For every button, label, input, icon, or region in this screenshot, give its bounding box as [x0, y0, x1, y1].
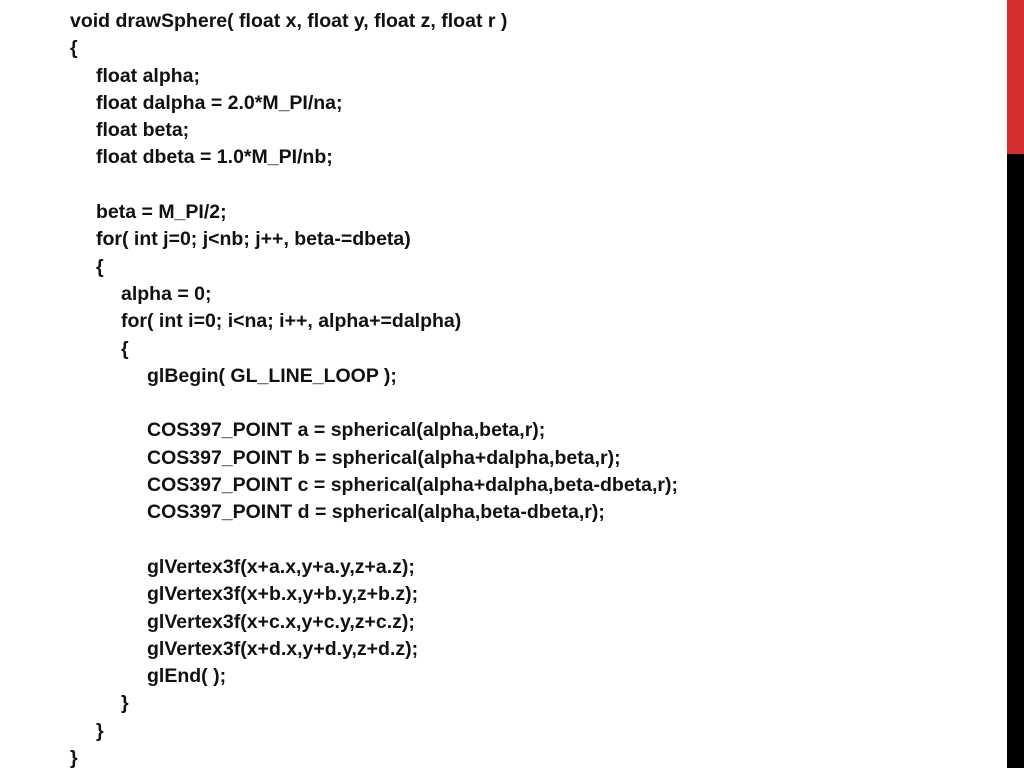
code-line: }: [70, 747, 78, 770]
code-line: COS397_POINT a = spherical(alpha,beta,r)…: [147, 419, 546, 442]
accent-red-segment: [1007, 0, 1024, 154]
code-line: float beta;: [96, 119, 190, 142]
code-line: COS397_POINT b = spherical(alpha+dalpha,…: [147, 446, 621, 469]
code-line: float alpha;: [96, 64, 201, 87]
code-line: }: [96, 719, 104, 742]
code-line: COS397_POINT d = spherical(alpha,beta-db…: [147, 501, 605, 524]
code-line: {: [96, 255, 104, 278]
code-line: [70, 527, 678, 554]
code-line: [70, 172, 678, 199]
code-line: }: [121, 692, 129, 715]
code-line: {: [70, 37, 78, 60]
code-line: for( int j=0; j<nb; j++, beta-=dbeta): [96, 228, 411, 251]
code-line: alpha = 0;: [121, 282, 212, 305]
code-line: void drawSphere( float x, float y, float…: [70, 10, 508, 32]
code-line: glVertex3f(x+c.x,y+c.y,z+c.z);: [147, 610, 415, 633]
code-line: float dalpha = 2.0*M_PI/na;: [96, 91, 343, 114]
code-listing: void drawSphere( float x, float y, float…: [70, 8, 678, 772]
code-line: float dbeta = 1.0*M_PI/nb;: [96, 146, 333, 169]
code-line: glVertex3f(x+a.x,y+a.y,z+a.z);: [147, 555, 415, 578]
code-line: beta = M_PI/2;: [96, 201, 227, 224]
code-line: {: [121, 337, 129, 360]
code-line: glEnd( );: [147, 665, 227, 688]
code-line: glVertex3f(x+b.x,y+b.y,z+b.z);: [147, 583, 419, 606]
accent-dark-segment: [1007, 154, 1024, 768]
code-line: glBegin( GL_LINE_LOOP );: [147, 364, 397, 387]
code-line: for( int i=0; i<na; i++, alpha+=dalpha): [121, 310, 462, 333]
code-line: COS397_POINT c = spherical(alpha+dalpha,…: [147, 474, 678, 497]
code-line: glVertex3f(x+d.x,y+d.y,z+d.z);: [147, 637, 419, 660]
slide-accent-bar: [1007, 0, 1024, 768]
code-line: [70, 390, 678, 417]
